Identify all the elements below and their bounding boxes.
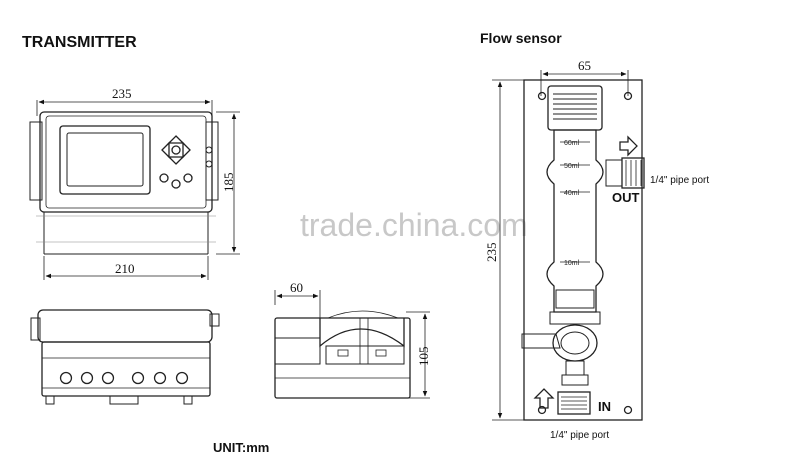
cable-gland-icon <box>80 371 94 385</box>
dim-label-65: 65 <box>578 58 591 73</box>
valve-handle <box>521 333 561 349</box>
cable-gland-icon <box>59 371 73 385</box>
outlet-arrow-icon <box>619 135 638 157</box>
outlet-port-label: 1/4" pipe port <box>650 175 709 186</box>
up-arrow-icon <box>167 135 185 144</box>
scale-label-50ml: 50ml <box>564 163 580 170</box>
terminal-icon <box>337 349 349 357</box>
out-label: OUT <box>612 190 640 205</box>
scale-label-10ml: 10ml <box>564 260 580 267</box>
inlet-fitting <box>557 391 591 415</box>
unit-label: UNIT:mm <box>213 440 270 455</box>
dim-label-235: 235 <box>112 86 132 101</box>
down-arrow-icon <box>167 156 185 165</box>
transmitter-housing <box>39 111 213 213</box>
right-arrow-icon <box>182 141 191 159</box>
key-button-icon <box>171 179 181 189</box>
center-button-icon <box>171 145 181 155</box>
flow-sensor-body <box>492 70 645 421</box>
transmitter-bottom-view <box>30 309 220 405</box>
cable-gland-icon <box>101 371 115 385</box>
inlet-port-label: 1/4" pipe port <box>550 430 609 441</box>
terminal-icon <box>375 349 387 357</box>
left-arrow-icon <box>161 141 170 159</box>
mounting-hole-icon <box>623 91 633 101</box>
flow-sensor-title: Flow sensor <box>480 30 562 46</box>
transmitter-side-view <box>274 290 430 399</box>
dim-label-210: 210 <box>115 261 135 276</box>
flow-tube <box>546 129 604 313</box>
outlet-fitting <box>621 157 645 189</box>
cable-gland-icon <box>153 371 167 385</box>
display-bezel <box>59 125 151 195</box>
dim-label-235-sensor: 235 <box>484 243 499 263</box>
dim-label-60: 60 <box>290 280 303 295</box>
watermark-text: trade.china.com <box>300 207 528 243</box>
inlet-arrow-icon <box>533 388 555 409</box>
in-label: IN <box>598 399 611 414</box>
scale-label-60ml: 60ml <box>564 140 580 147</box>
dim-label-105: 105 <box>416 347 431 367</box>
mounting-hole-icon <box>537 405 547 415</box>
transmitter-front-view <box>29 99 240 280</box>
cable-gland-icon <box>131 371 145 385</box>
key-button-icon <box>183 173 193 183</box>
key-button-icon <box>159 173 169 183</box>
top-cap <box>547 85 603 131</box>
mounting-plate <box>523 79 643 421</box>
dim-label-185: 185 <box>221 173 236 193</box>
scale-label-40ml: 40ml <box>564 190 580 197</box>
cable-gland-icon <box>175 371 189 385</box>
mounting-hole-icon <box>537 91 547 101</box>
mounting-hole-icon <box>623 405 633 415</box>
lcd-screen <box>66 132 144 187</box>
valve-body <box>552 324 598 362</box>
transmitter-title: TRANSMITTER <box>22 34 137 51</box>
